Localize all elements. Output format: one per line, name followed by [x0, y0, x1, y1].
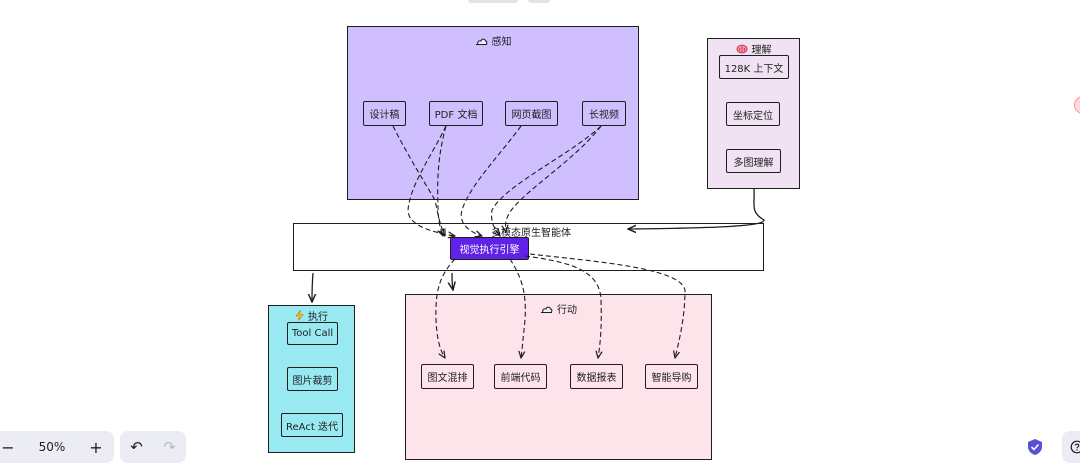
vision-engine-node[interactable]: 视觉执行引擎 — [450, 237, 529, 260]
arrow-engine-to-shopping — [529, 253, 686, 358]
arrow-understanding-to-agent — [628, 188, 765, 229]
understanding-node-grounding[interactable]: 坐标定位 — [726, 102, 780, 126]
perception-node-webpage[interactable]: 网页截图 — [505, 101, 558, 126]
redo-button[interactable]: ↷ — [163, 438, 176, 456]
action-node-frontend[interactable]: 前端代码 — [494, 364, 547, 389]
perception-title: 感知 — [491, 37, 512, 48]
perception-node-video[interactable]: 长视频 — [582, 101, 626, 126]
execution-node-crop[interactable]: 图片裁剪 — [287, 367, 338, 391]
top-toolbar-fragment-right — [528, 0, 550, 3]
arrow-agent-to-execution — [312, 272, 313, 302]
arrow-engine-to-frontend — [509, 258, 526, 358]
top-toolbar-fragment-left — [468, 0, 518, 3]
action-title-row: 行动 — [406, 301, 711, 316]
agent-frame[interactable]: 多模态原生智能体 视觉执行引擎 — [293, 223, 764, 271]
lightning-icon — [295, 310, 304, 321]
understanding-title-row: 理解 — [708, 41, 799, 56]
brain-icon — [736, 44, 747, 53]
arrow-video-to-engine-2 — [505, 125, 602, 232]
action-node-shopping[interactable]: 智能导购 — [645, 364, 698, 389]
help-button-container — [1062, 431, 1080, 463]
arrow-webpage-to-engine — [460, 125, 522, 236]
zoom-toolbar: − 50% + — [0, 431, 114, 463]
action-frame[interactable]: 行动 图文混排 前端代码 数据报表 智能导购 — [405, 294, 712, 460]
execution-frame[interactable]: 执行 Tool Call 图片裁剪 ReAct 迭代 — [268, 305, 355, 453]
execution-node-react[interactable]: ReAct 迭代 — [281, 413, 343, 437]
perception-frame[interactable]: 感知 设计稿 PDF 文档 网页截图 长视频 — [347, 26, 639, 200]
zoom-level[interactable]: 50% — [38, 440, 66, 454]
execution-node-tool-call[interactable]: Tool Call — [287, 322, 338, 345]
arrow-video-to-engine — [491, 125, 602, 236]
action-node-layout[interactable]: 图文混排 — [421, 364, 474, 389]
understanding-node-context[interactable]: 128K 上下文 — [719, 55, 789, 79]
cloud-icon — [475, 38, 487, 45]
undo-button[interactable]: ↶ — [130, 438, 143, 456]
arrow-agent-to-action — [452, 272, 453, 290]
shield-check-icon[interactable] — [1026, 438, 1044, 456]
history-toolbar: ↶ ↷ — [120, 431, 186, 463]
perception-title-row: 感知 — [348, 33, 638, 48]
perception-node-pdf[interactable]: PDF 文档 — [429, 101, 483, 126]
perception-node-design[interactable]: 设计稿 — [363, 101, 406, 126]
zoom-out-button[interactable]: − — [1, 437, 15, 457]
arrow-engine-to-layout — [435, 258, 456, 358]
agent-title: 多模态原生智能体 — [491, 228, 571, 239]
arrow-engine-to-report — [524, 255, 601, 358]
cloud-icon — [541, 306, 553, 313]
arrow-pdf-to-engine — [407, 125, 455, 236]
execution-title-row: 执行 — [269, 308, 354, 323]
help-icon[interactable] — [1062, 431, 1080, 463]
action-node-report[interactable]: 数据报表 — [570, 364, 623, 389]
execution-title: 执行 — [308, 312, 328, 323]
action-title: 行动 — [557, 305, 577, 316]
understanding-frame[interactable]: 理解 128K 上下文 坐标定位 多图理解 — [707, 38, 800, 189]
understanding-node-multi-image[interactable]: 多图理解 — [726, 149, 781, 173]
zoom-in-button[interactable]: + — [89, 437, 103, 457]
understanding-title: 理解 — [751, 45, 772, 56]
